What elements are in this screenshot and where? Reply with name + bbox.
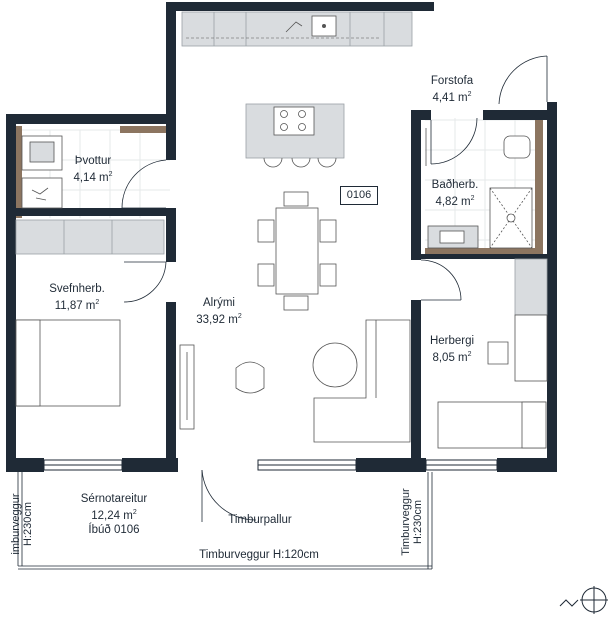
room-label-forstofa: Forstofa 4,41 m2 [430,75,474,104]
beds [15,319,547,449]
deck-label: Timburpallur [228,514,292,526]
door-swings [121,55,548,522]
room-label-svefnherb: Svefnherb. 11,87 m2 [49,283,105,312]
unit-number-badge: 0106 [340,186,378,205]
wood-accent [14,120,543,255]
room-label-thvottur: Þvottur 4,14 m2 [73,155,113,184]
kitchen-island [245,103,345,168]
logo: RE/MAX [432,4,567,41]
tile-floor [22,118,540,250]
interior-walls [16,110,547,458]
wall-label-bottom: Timburveggur H:120cm [199,549,319,561]
exterior-walls [6,2,557,472]
desk [487,314,548,382]
wall-label-left: imburveggur H:230cm [10,493,34,555]
room-label-badherb: Baðherb. 4,82 m2 [431,179,479,208]
windows [43,459,498,471]
room-label-herbergi: Herbergi 8,05 m2 [429,335,475,364]
room-label-alrymi: Alrými 33,92 m2 [196,297,242,326]
laundry-fixtures [21,135,63,209]
dining-table [257,191,337,311]
room-label-sernotareitur: Sérnotareitur 12,24 m2 Íbúð 0106 [80,493,148,536]
deck [17,472,433,570]
bathroom-fixtures [425,128,533,249]
kitchen-counter [181,11,413,47]
compass-icon [559,586,608,614]
living-furniture [179,319,411,443]
wall-label-right: Timburveggur H:230cm [400,488,424,556]
wardrobes [15,219,548,316]
